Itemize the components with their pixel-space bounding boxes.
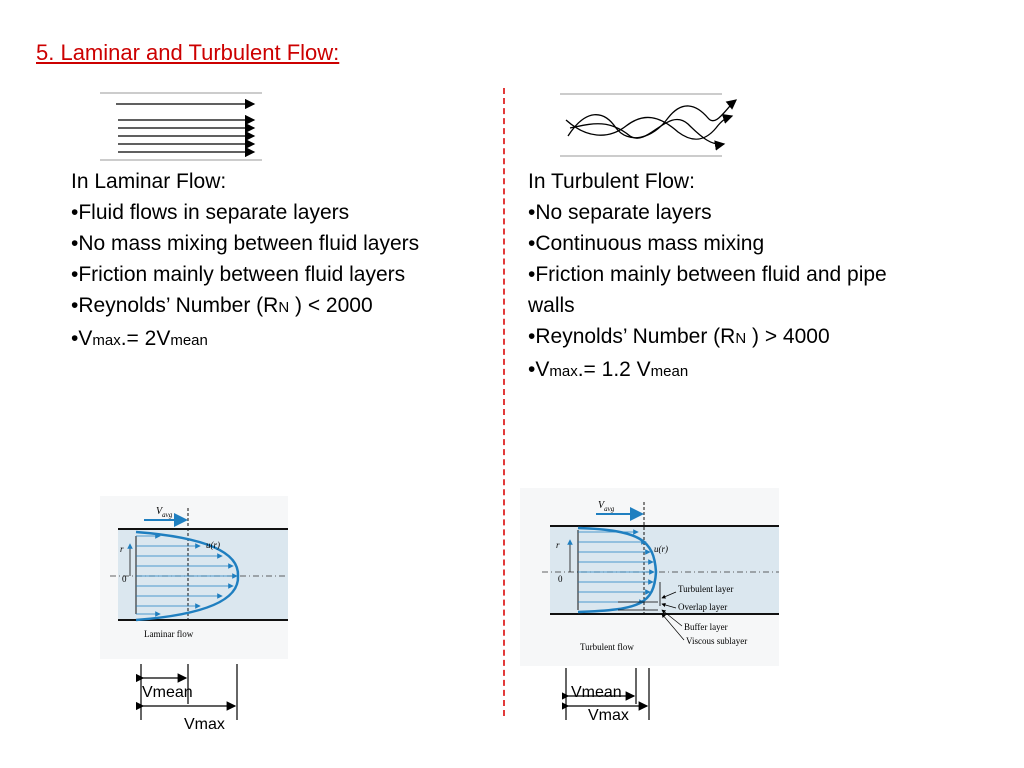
turbulent-vmax-bullet: •Vmax.= 1.2 Vmean (528, 354, 887, 387)
reynolds-suffix: ) < 2000 (289, 294, 373, 317)
turbulent-streamlines-image (560, 93, 738, 157)
u-r-label: u(r) (206, 540, 220, 550)
laminar-reynolds-bullet: •Reynolds’ Number (RN ) < 2000 (71, 290, 419, 323)
turbulent-velocity-dimension-lines (562, 668, 650, 720)
laminar-text-block: In Laminar Flow: •Fluid flows in separat… (71, 166, 419, 356)
laminar-vmax-label: Vmax (184, 716, 225, 733)
turbulent-bullet: •Friction mainly between fluid and pipe (528, 263, 887, 286)
layer-label: Turbulent layer (678, 584, 733, 594)
zero-label: 0 (122, 574, 127, 584)
reynolds-subscript: N (278, 299, 290, 316)
r-label: r (120, 544, 124, 554)
laminar-heading: In Laminar Flow: (71, 170, 227, 193)
vmean-subscript: mean (650, 363, 689, 380)
turbulent-vmean-label: Vmean (571, 684, 622, 701)
vmax-mid: .= 1.2 V (577, 358, 651, 381)
laminar-profile-figure: Vavg u(r) r 0 Laminar flow (100, 496, 288, 659)
vmean-subscript: mean (170, 332, 208, 349)
laminar-bullet: •Fluid flows in separate layers (71, 201, 350, 224)
layer-label: Overlap layer (678, 602, 727, 612)
vavg-label: Vavg (598, 500, 615, 513)
turbulent-bullet: •No separate layers (528, 201, 712, 224)
slide-title: 5. Laminar and Turbulent Flow: (36, 40, 340, 65)
reynolds-subscript: N (735, 330, 747, 347)
laminar-vmax-bullet: •Vmax.= 2Vmean (71, 323, 419, 356)
reynolds-prefix: •Reynolds’ Number (R (71, 294, 279, 317)
vmax-subscript: max (92, 332, 121, 349)
turbulent-vmax-label: Vmax (588, 707, 629, 724)
turbulent-bullet: •Continuous mass mixing (528, 232, 765, 255)
turbulent-reynolds-bullet: •Reynolds’ Number (RN ) > 4000 (528, 321, 887, 354)
reynolds-suffix: ) > 4000 (746, 325, 830, 348)
turbulent-text-block: In Turbulent Flow: •No separate layers •… (528, 166, 887, 387)
vmax-prefix: •V (528, 358, 550, 381)
layer-label: Buffer layer (684, 622, 728, 632)
laminar-bullet: •Friction mainly between fluid layers (71, 263, 406, 286)
vmax-subscript: max (549, 363, 578, 380)
laminar-streamlines-image (100, 92, 262, 161)
vavg-label: Vavg (156, 506, 173, 519)
laminar-vmean-label: Vmean (142, 684, 193, 701)
laminar-velocity-dimension-lines (136, 664, 238, 720)
figure-caption: Turbulent flow (580, 642, 634, 652)
r-label: r (556, 540, 560, 550)
center-divider (503, 88, 505, 716)
zero-label: 0 (558, 574, 563, 584)
vmax-mid: .= 2V (120, 327, 171, 350)
turbulent-heading: In Turbulent Flow: (528, 170, 695, 193)
vmax-prefix: •V (71, 327, 93, 350)
figure-caption: Laminar flow (144, 629, 194, 639)
reynolds-prefix: •Reynolds’ Number (R (528, 325, 736, 348)
layer-label: Viscous sublayer (686, 636, 747, 646)
turbulent-profile-figure: Vavg u(r) r 0 Turbulent layer Overlap la… (520, 488, 779, 666)
u-r-label: u(r) (654, 544, 668, 554)
turbulent-bullet: walls (528, 294, 575, 317)
laminar-bullet: •No mass mixing between fluid layers (71, 232, 420, 255)
